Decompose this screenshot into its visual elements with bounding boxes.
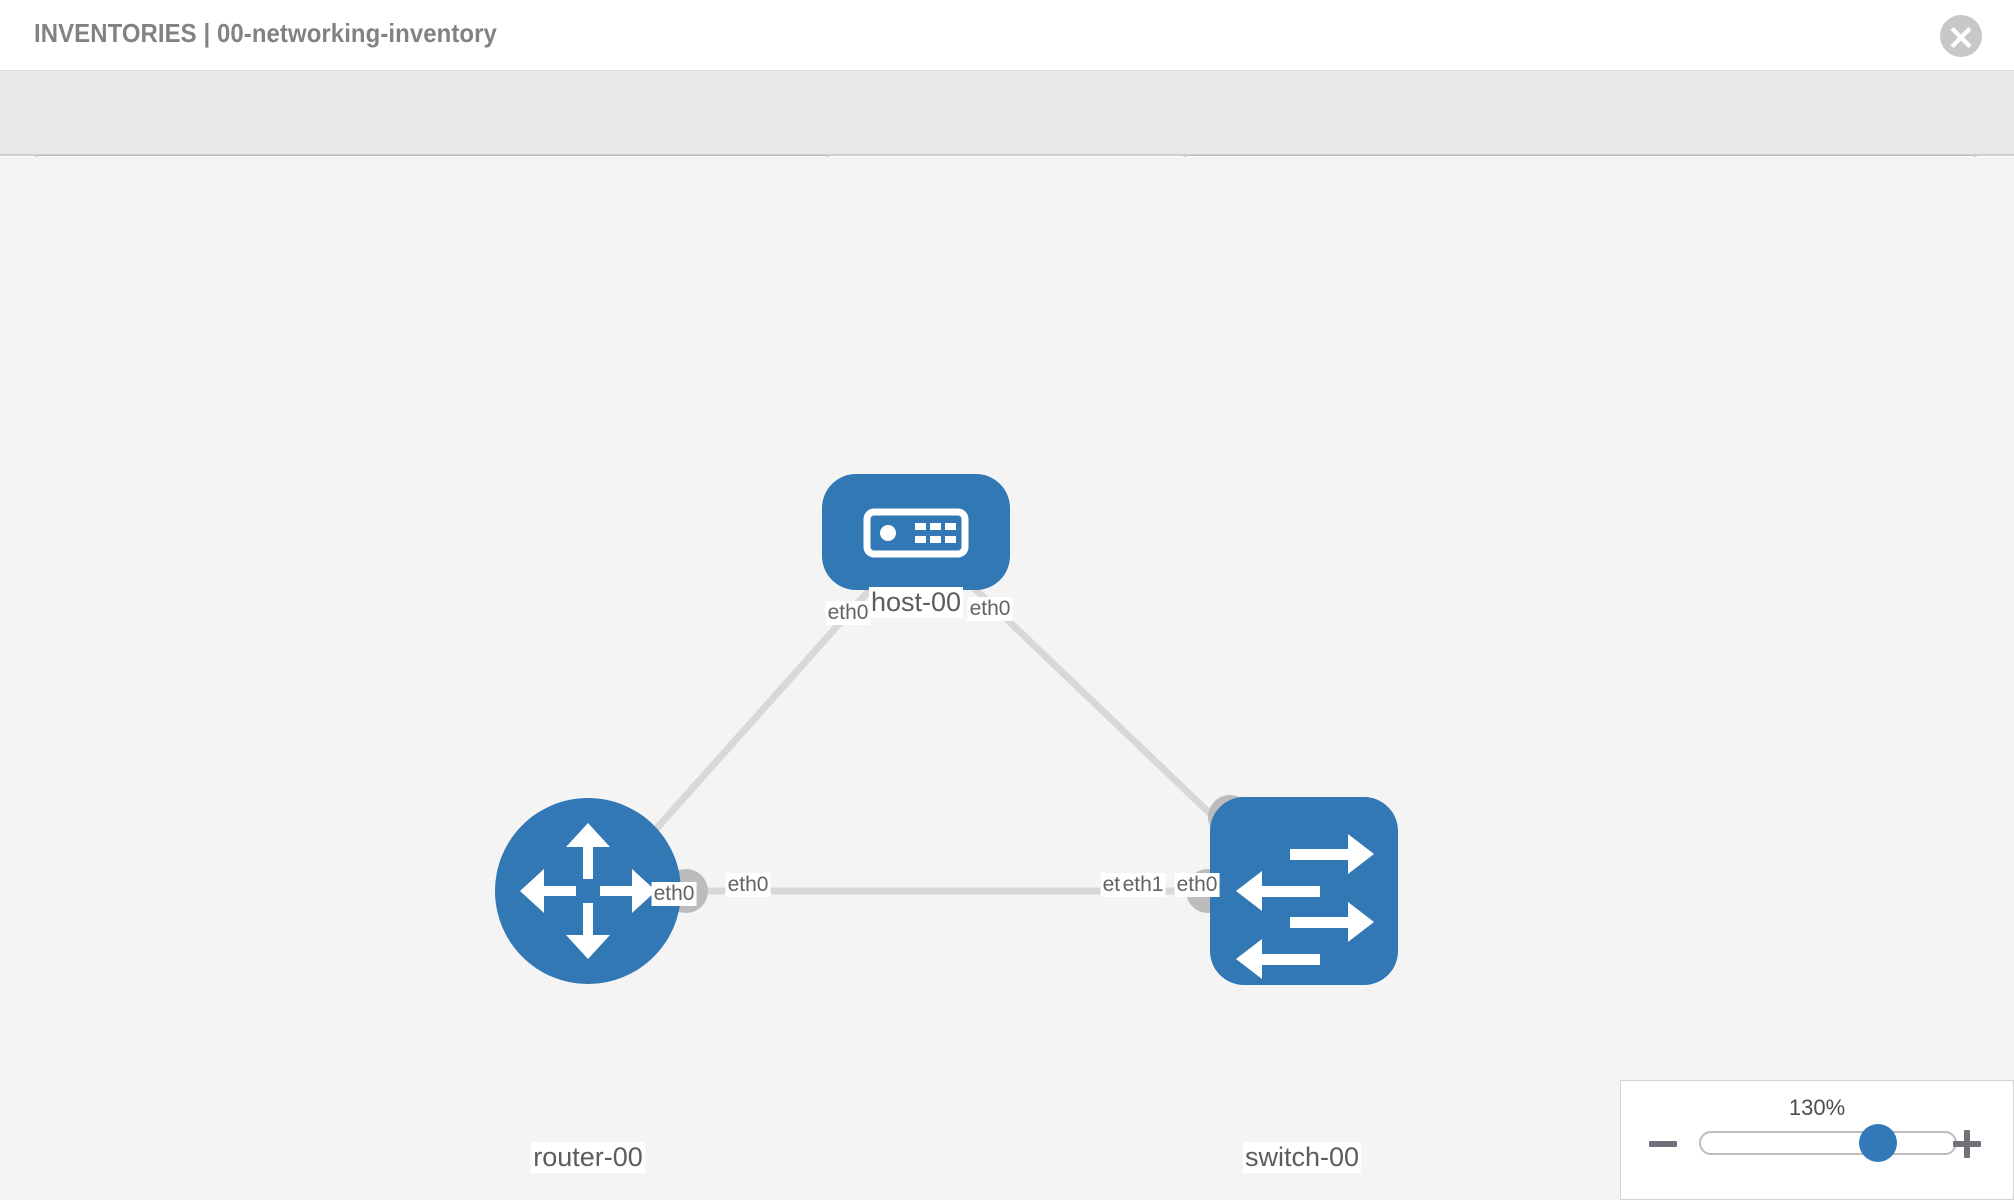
topology-node-router-00: [495, 798, 681, 984]
topology-node-switch-00: [1210, 797, 1398, 985]
edge-label: eth0: [1174, 873, 1220, 897]
topology-graph: [495, 474, 1398, 985]
router-arrows-icon: [520, 823, 656, 959]
zoom-percent-label: 130%: [1788, 1095, 1846, 1120]
edge-label: eth1: [1120, 873, 1166, 897]
edge-label: eth0: [825, 601, 871, 625]
zoom-out-button[interactable]: [1649, 1130, 1677, 1158]
zoom-slider-track[interactable]: [1699, 1131, 1957, 1155]
zoom-slider-thumb[interactable]: [1859, 1124, 1897, 1162]
node-label-router-00: router-00: [531, 1142, 645, 1173]
zoom-control-panel: 130%: [1620, 1080, 2014, 1200]
page-title: INVENTORIES | 00-networking-inventory: [34, 18, 497, 48]
toolbar: ACTIONS SEARCH: [0, 70, 2014, 213]
zoom-in-button[interactable]: [1953, 1130, 1981, 1158]
edge-label: eth0: [725, 873, 771, 897]
node-label-host-00: host-00: [868, 587, 964, 618]
topology-node-host-00: [822, 474, 1010, 590]
topology-canvas[interactable]: eth0 eth0 eth0 eth0 eth0 eth0 eth1 host-…: [0, 157, 2014, 1200]
edge-label: eth0: [967, 597, 1013, 621]
edge-label: eth0: [651, 882, 697, 906]
window-titlebar: INVENTORIES | 00-networking-inventory: [0, 0, 2014, 70]
node-label-switch-00: switch-00: [1242, 1142, 1362, 1173]
switch-arrows-icon: [1236, 834, 1374, 979]
server-appliance-icon: [863, 508, 969, 558]
close-icon[interactable]: [1940, 15, 1982, 57]
